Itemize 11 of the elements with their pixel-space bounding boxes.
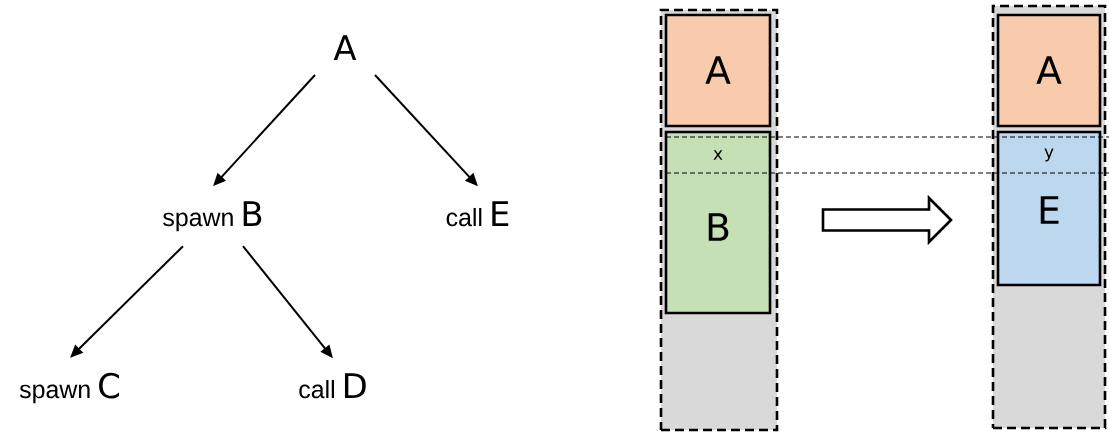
tree-label: spawn C (19, 372, 119, 404)
stack-frame: y E (996, 130, 1102, 287)
stack-frame: x B (664, 130, 772, 315)
block-arrow (821, 194, 953, 246)
tree-label: call E (446, 201, 509, 227)
arrow (70, 245, 184, 358)
tree-label: call D (299, 373, 366, 399)
tree-label: spawn B (163, 201, 262, 232)
stack-frame: A (664, 13, 772, 128)
stack-frame: A (996, 13, 1102, 128)
tree-label: A (333, 35, 357, 60)
